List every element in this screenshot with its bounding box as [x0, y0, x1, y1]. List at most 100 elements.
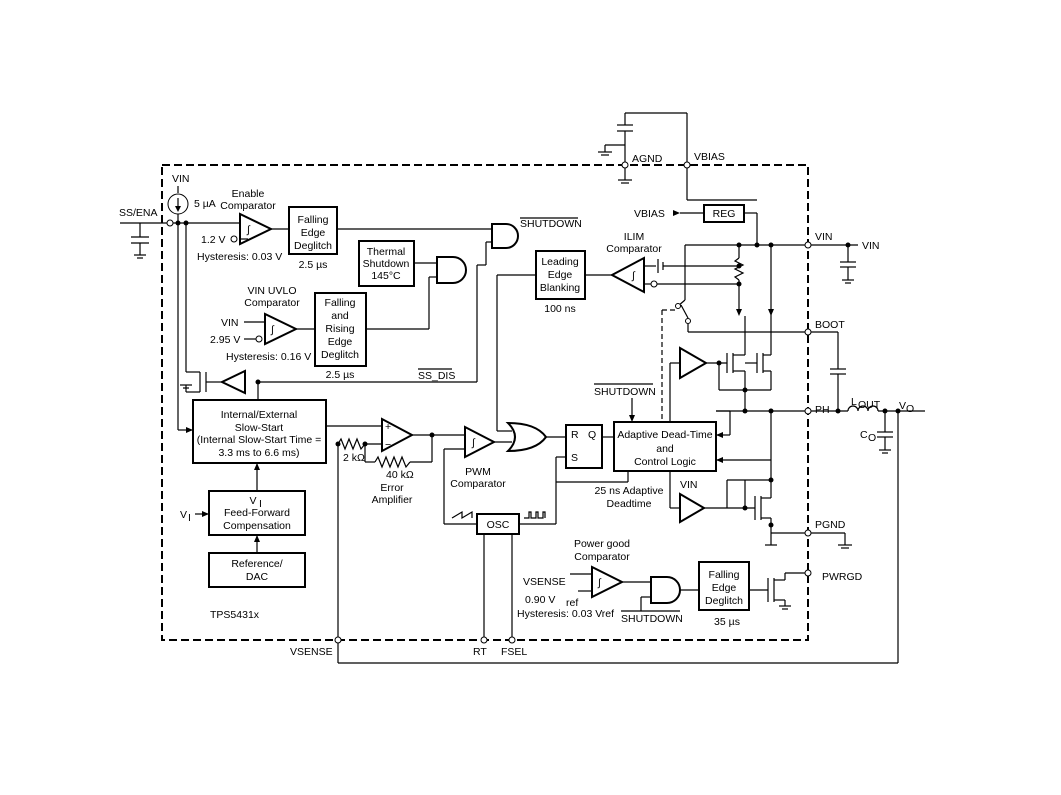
- svg-text:S: S: [571, 452, 578, 464]
- svg-text:∫: ∫: [270, 324, 275, 336]
- r-40k-label: 40 kΩ: [386, 469, 414, 481]
- shutdown-bottom-label: SHUTDOWN: [621, 613, 683, 625]
- thermal-and-gate: [436, 256, 467, 284]
- vsense-in-label: VSENSE: [523, 576, 566, 588]
- svg-text:Deglitch: Deglitch: [321, 349, 359, 361]
- enable-comparator-label-1: Enable: [232, 188, 265, 200]
- falling-rising-deglitch-block: [314, 292, 367, 367]
- blanking-100ns: 100 ns: [544, 303, 576, 315]
- high-side-driver: [679, 346, 709, 380]
- svg-text:and: and: [331, 310, 349, 322]
- svg-text:(Internal Slow-Start Time =: (Internal Slow-Start Time =: [197, 434, 322, 446]
- pin-fsel: FSEL: [501, 646, 527, 658]
- svg-text:OSC: OSC: [487, 519, 510, 531]
- agnd-vbias-network: [598, 112, 757, 201]
- pwm-comp-label-1: PWM: [465, 466, 491, 478]
- svg-text:Edge: Edge: [548, 269, 573, 281]
- svg-text:145°C: 145°C: [371, 270, 401, 282]
- low-side-driver: [679, 492, 706, 524]
- svg-text:Edge: Edge: [301, 227, 326, 239]
- deglitch-2-5-b: 2.5 µs: [326, 369, 355, 381]
- svg-text:∫: ∫: [246, 224, 251, 236]
- svg-text:Falling: Falling: [298, 214, 329, 226]
- pwm-comparator: [464, 425, 497, 459]
- svg-text:Rising: Rising: [325, 323, 354, 335]
- co-label: C: [860, 429, 868, 441]
- svg-text:Falling: Falling: [325, 297, 356, 309]
- part-number: TPS5431x: [210, 609, 260, 621]
- deglitch-2-5-a: 2.5 µs: [299, 259, 328, 271]
- pin-boot: BOOT: [815, 319, 845, 331]
- shutdown-mid-label: SHUTDOWN: [594, 386, 656, 398]
- svg-text:Q: Q: [588, 429, 596, 441]
- deadtime-25ns-1: 25 ns Adaptive: [595, 485, 664, 497]
- vin-uvlo-comparator: [264, 312, 299, 346]
- v-2-95-label: 2.95 V: [210, 334, 240, 346]
- vi-input-label: V: [180, 509, 187, 521]
- svg-text:DAC: DAC: [246, 571, 269, 583]
- power-good-comparator: [591, 565, 625, 599]
- leading-edge-blanking-block: [535, 250, 586, 300]
- svg-text:Shutdown: Shutdown: [363, 258, 410, 270]
- svg-text:Compensation: Compensation: [223, 520, 291, 532]
- vin-ext-label: VIN: [862, 240, 880, 252]
- pin-vsense: VSENSE: [290, 646, 333, 658]
- error-amp-label-1: Error: [380, 482, 404, 494]
- svg-text:−: −: [385, 439, 391, 451]
- enable-comparator: [239, 212, 274, 246]
- error-amplifier: [381, 417, 415, 453]
- shutdown-top-label: SHUTDOWN: [520, 218, 582, 230]
- adaptive-dead-time-block: [613, 421, 717, 472]
- svg-text:∫: ∫: [631, 270, 636, 282]
- sr-latch: [565, 424, 603, 469]
- svg-text:O: O: [906, 403, 914, 415]
- svg-text:O: O: [868, 432, 876, 444]
- pg-deglitch-block: [698, 561, 750, 611]
- svg-text:Falling: Falling: [709, 569, 740, 581]
- svg-text:Edge: Edge: [712, 582, 737, 594]
- pwm-comp-label-2: Comparator: [450, 478, 506, 490]
- power-good-label-1: Power good: [574, 538, 630, 550]
- svg-text:Blanking: Blanking: [540, 282, 580, 294]
- osc-block: [476, 513, 520, 535]
- vin-source-label: VIN: [172, 173, 190, 185]
- hysteresis-3-label: Hysteresis: 0.03 Vref: [517, 608, 614, 620]
- svg-text:R: R: [571, 429, 579, 441]
- pin-rt: RT: [473, 646, 487, 658]
- pin-pwrgd: PWRGD: [822, 571, 863, 583]
- vbias-out-label: VBIAS: [634, 208, 665, 220]
- svg-text:∫: ∫: [471, 437, 476, 449]
- svg-text:Adaptive Dead-Time: Adaptive Dead-Time: [617, 429, 712, 441]
- hysteresis-2-label: Hysteresis: 0.16 V: [226, 351, 311, 363]
- svg-text:3.3 ms to 6.6 ms): 3.3 ms to 6.6 ms): [218, 447, 299, 459]
- svg-text:Deglitch: Deglitch: [294, 240, 332, 252]
- pin-vin: VIN: [815, 231, 833, 243]
- power-good-label-2: Comparator: [574, 551, 630, 563]
- deglitch-35us: 35 µs: [714, 616, 740, 628]
- svg-text:OUT: OUT: [858, 399, 881, 411]
- svg-text:I: I: [188, 512, 191, 524]
- svg-text:Control Logic: Control Logic: [634, 456, 696, 468]
- shutdown-and-gate: [491, 223, 519, 249]
- error-amp-label-2: Amplifier: [372, 494, 413, 506]
- r-2k-label: 2 kΩ: [343, 452, 365, 464]
- pin-vbias: VBIAS: [694, 151, 725, 163]
- svg-text:Feed-Forward: Feed-Forward: [224, 507, 290, 519]
- vref-090-label: 0.90 V: [525, 594, 555, 606]
- ss-dis-label: SS_DIS: [418, 370, 455, 382]
- pin-agnd: AGND: [632, 153, 663, 165]
- ramp-waveform: [451, 510, 473, 520]
- svg-text:Reference/: Reference/: [231, 558, 282, 570]
- svg-text:ref: ref: [566, 597, 578, 609]
- vin-uvlo-in-label: VIN: [221, 317, 239, 329]
- ilim-comparator: [609, 256, 645, 294]
- svg-text:Edge: Edge: [328, 336, 353, 348]
- pin-vo: V: [899, 400, 906, 412]
- v-1-2-label: 1.2 V: [201, 234, 226, 246]
- pin-ss-ena: SS/ENA: [119, 207, 158, 219]
- current-5ua-label: 5 µA: [194, 198, 216, 210]
- svg-text:Slow-Start: Slow-Start: [235, 422, 284, 434]
- svg-text:Leading: Leading: [541, 256, 579, 268]
- falling-edge-deglitch-block: [288, 206, 338, 255]
- output-inductor: [847, 405, 879, 412]
